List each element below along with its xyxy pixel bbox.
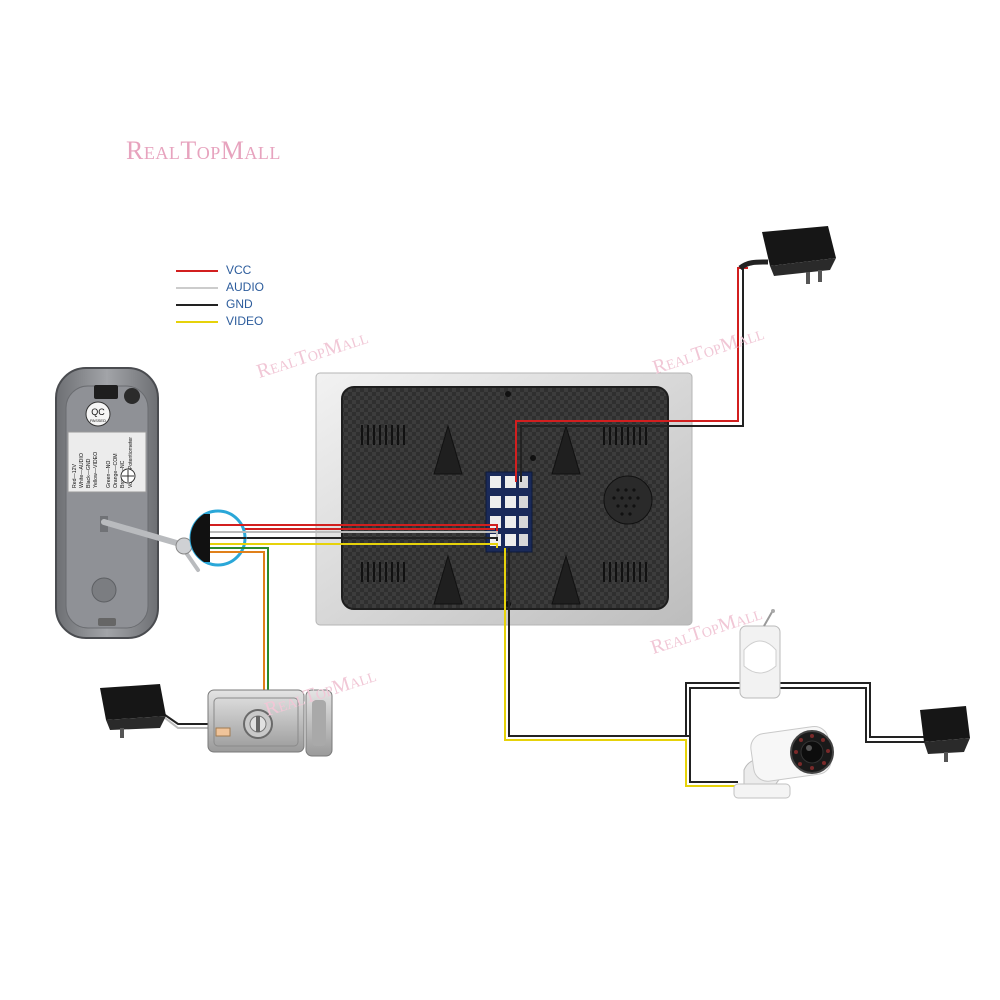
lock-label-line: Orange—COM [113,453,119,488]
legend-label-vcc: VCC [226,263,252,277]
cctv-bullet-camera [733,725,834,799]
legend-item-gnd: GND [176,296,316,313]
legend-label-video: VIDEO [226,314,264,328]
legend-label-audio: AUDIO [226,280,265,294]
monitor-vent-grilles [361,425,647,582]
legend-swatch-audio [176,287,218,289]
terminal-connector-board [485,471,533,553]
brand-logo-text: RealTopMall [126,136,281,165]
wire-connection-highlight [189,509,247,567]
mount-hook-icon [433,554,463,605]
wiring-label-line: Black—GND [86,458,92,488]
power-adapter-monitor [738,226,836,284]
pir-motion-sensor [739,609,781,699]
qc-sticker: QC PASSED [85,401,111,427]
legend-swatch-vcc [176,270,218,272]
power-adapter-camera [920,706,970,762]
speaker-grille-icon [603,475,653,525]
outdoor-doorbell-unit: QC PASSED Red—12V White—AUDIO Black—GND … [55,367,200,639]
qc-badge-text: QC [91,407,105,417]
legend-swatch-gnd [176,304,218,306]
wiring-label-line: White—AUDIO [79,453,85,488]
wire-color-legend: VCC AUDIO GND VIDEO [176,262,316,330]
mount-hook-icon [551,424,581,475]
qc-sub-text: PASSED [90,418,106,423]
legend-item-audio: AUDIO [176,279,316,296]
legend-item-vcc: VCC [176,262,316,279]
mount-hook-icon [551,554,581,605]
power-adapter-lock [100,684,166,738]
legend-item-video: VIDEO [176,313,316,330]
wiring-label-line: Yellow—VIDEO [93,452,99,488]
lock-label-line: Green—NO [106,461,112,488]
mount-hook-icon [433,424,463,475]
indoor-monitor [315,372,693,626]
volume-label: Volume/Potentiometer [128,437,134,488]
wire-runs [164,263,925,787]
wiring-label-line: Red—12V [72,464,78,488]
legend-label-gnd: GND [226,297,253,311]
electric-door-lock [207,689,333,757]
legend-swatch-video [176,321,218,323]
